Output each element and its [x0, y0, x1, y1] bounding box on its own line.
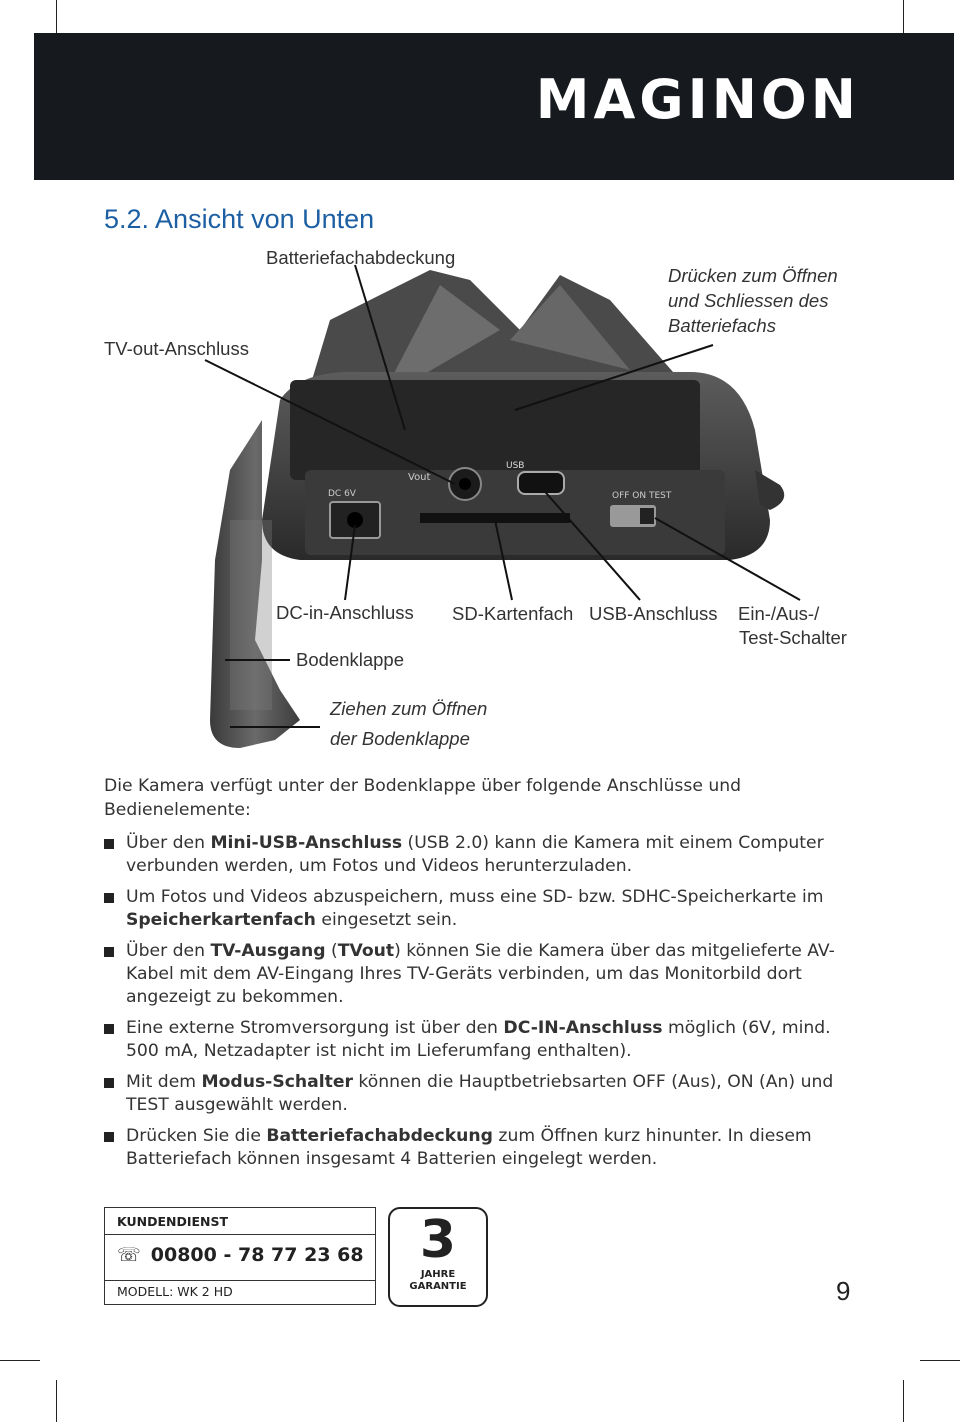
- list-item: Drücken Sie die Batteriefachabdeckung zu…: [104, 1125, 844, 1171]
- warranty-line-1: JAHRE: [420, 1269, 456, 1280]
- brand-logo: MAGINON: [535, 68, 860, 131]
- photo-marking-switch: OFF ON TEST: [612, 491, 672, 501]
- label-press-open-3: Batteriefachs: [668, 315, 776, 336]
- list-item: Um Fotos und Videos abzuspeichern, muss …: [104, 886, 844, 932]
- list-item: Über den TV-Ausgang (TVout) können Sie d…: [104, 940, 844, 1009]
- label-switch-1: Ein-/Aus-/: [738, 603, 820, 624]
- phone-icon: ☏: [117, 1244, 141, 1266]
- label-battery-cover: Batteriefachabdeckung: [266, 247, 456, 268]
- crop-mark: [0, 1360, 40, 1361]
- crop-mark: [903, 0, 904, 34]
- warranty-line-2: GARANTIE: [409, 1281, 467, 1292]
- service-heading: KUNDENDIENST: [117, 1214, 229, 1229]
- label-pull-open-1: Ziehen zum Öffnen: [330, 698, 488, 719]
- divider: [105, 1234, 375, 1235]
- section-title: 5.2. Ansicht von Unten: [104, 204, 375, 234]
- customer-service-box: KUNDENDIENST ☏00800 - 78 77 23 68 MODELL…: [104, 1207, 376, 1305]
- warranty-badge: 3 JAHRE GARANTIE: [388, 1207, 488, 1307]
- crop-mark: [903, 1380, 904, 1422]
- intro-paragraph: Die Kamera verfügt unter der Bodenklappe…: [104, 776, 742, 820]
- label-switch-2: Test-Schalter: [739, 627, 847, 648]
- crop-mark: [920, 1360, 960, 1361]
- label-sd-slot: SD-Kartenfach: [452, 603, 574, 624]
- photo-marking-vout: Vout: [408, 472, 431, 483]
- label-pull-open-2: der Bodenklappe: [330, 728, 470, 749]
- feature-list: Über den Mini-USB-Anschluss (USB 2.0) ka…: [104, 832, 844, 1179]
- usb-port: [517, 471, 565, 495]
- label-dc-in: DC-in-Anschluss: [276, 602, 414, 623]
- service-phone: ☏00800 - 78 77 23 68: [117, 1244, 364, 1266]
- list-item: Mit dem Modus-Schalter können die Hauptb…: [104, 1071, 844, 1117]
- brand-header: [34, 33, 954, 180]
- divider: [105, 1280, 375, 1281]
- label-bottom-flap: Bodenklappe: [296, 649, 405, 670]
- warranty-years: 3: [419, 1210, 457, 1270]
- model-number: MODELL: WK 2 HD: [117, 1284, 233, 1299]
- photo-marking-dc: DC 6V: [328, 489, 357, 499]
- list-item: Eine externe Stromversorgung ist über de…: [104, 1017, 844, 1063]
- page-number: 9: [836, 1276, 851, 1306]
- sd-slot: [420, 513, 570, 523]
- label-usb: USB-Anschluss: [589, 603, 718, 624]
- label-press-open-2: und Schliessen des: [668, 290, 829, 311]
- label-tv-out: TV-out-Anschluss: [104, 338, 249, 359]
- bottom-flap-shape: [210, 420, 300, 748]
- photo-marking-usb: USB: [506, 461, 524, 471]
- crop-mark: [56, 1380, 57, 1422]
- list-item: Über den Mini-USB-Anschluss (USB 2.0) ka…: [104, 832, 844, 878]
- label-press-open-1: Drücken zum Öffnen: [668, 265, 838, 286]
- crop-mark: [56, 0, 57, 34]
- camera-bottom-photo: USB Vout DC 6V OFF ON TEST: [204, 264, 801, 748]
